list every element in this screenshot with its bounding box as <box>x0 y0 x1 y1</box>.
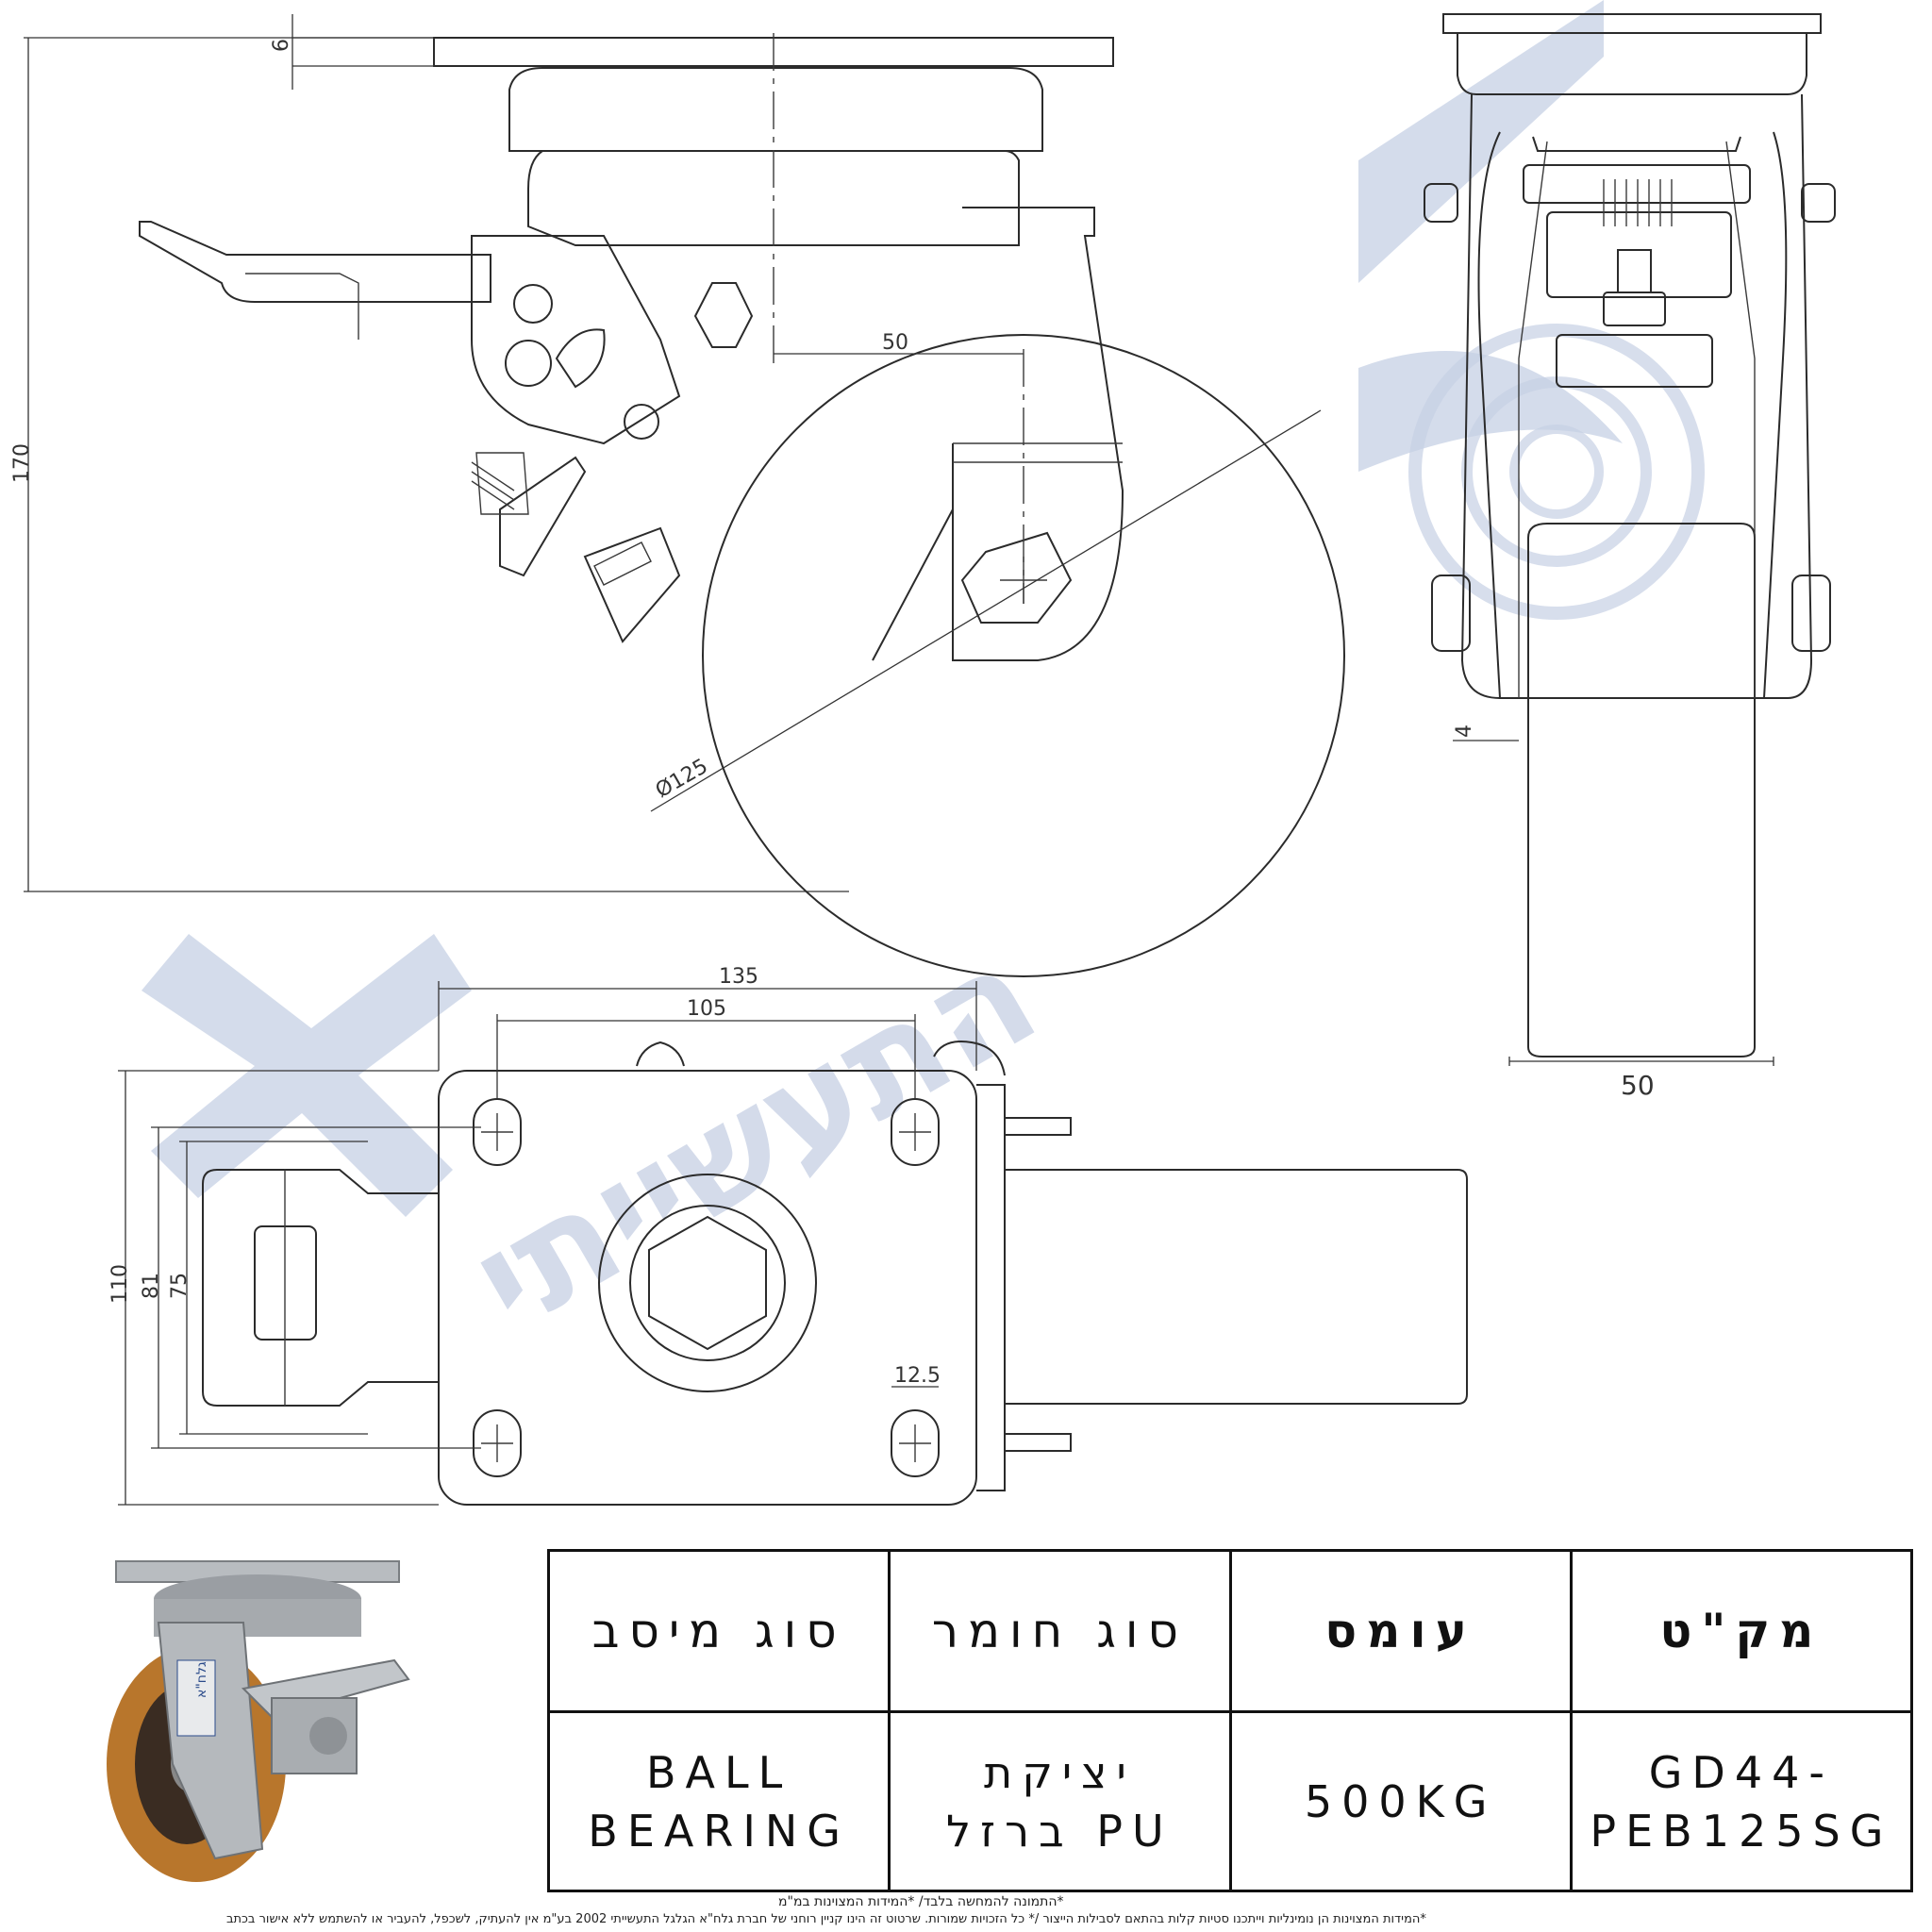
dim-wheel-diameter: Ø125 <box>652 755 712 803</box>
dim-hole-spacing-wide: 81 <box>140 1273 163 1299</box>
dim-plate-width: 110 <box>108 1264 132 1304</box>
product-photo: גלח"א <box>107 1560 410 1882</box>
dim-side-width: 50 <box>1621 1070 1655 1101</box>
note-copyright: *המידות המצוינות הן נומינליות וייתכנו סט… <box>226 1912 1426 1926</box>
dim-plate-thickness: 6 <box>270 39 293 52</box>
header-bearing-type: סוג מיסב <box>546 1549 891 1713</box>
dim-slot-width: 12.5 <box>894 1364 941 1388</box>
header-load: עומס <box>1228 1549 1573 1713</box>
side-view: 50 4 <box>1424 13 1836 1101</box>
header-sku: מק"ט <box>1569 1549 1914 1713</box>
watermark: התעשייתי <box>142 0 1705 1364</box>
top-view: 135 105 110 81 75 12.5 <box>108 965 1468 1506</box>
front-view: 6 170 Ø125 50 <box>10 14 1345 977</box>
dim-hole-spacing-long: 105 <box>687 997 726 1021</box>
header-material-type: סוג חומר <box>888 1549 1232 1713</box>
dim-height: 170 <box>10 443 34 483</box>
value-sku: GD44-PEB125SG <box>1569 1710 1914 1892</box>
note-illustration: *התמונה להמחשה בלבד/ *המידות המצוינות במ… <box>778 1894 1064 1909</box>
dim-plate-length: 135 <box>719 965 758 989</box>
dim-side-gap: 4 <box>1453 724 1476 738</box>
dim-offset: 50 <box>882 331 908 355</box>
photo-badge: גלח"א <box>194 1661 209 1698</box>
value-load: 500KG <box>1228 1710 1573 1892</box>
table-header-row: סוג מיסב סוג חומר עומס מק"ט <box>546 1549 1914 1713</box>
dim-inner-width: 75 <box>168 1273 192 1299</box>
